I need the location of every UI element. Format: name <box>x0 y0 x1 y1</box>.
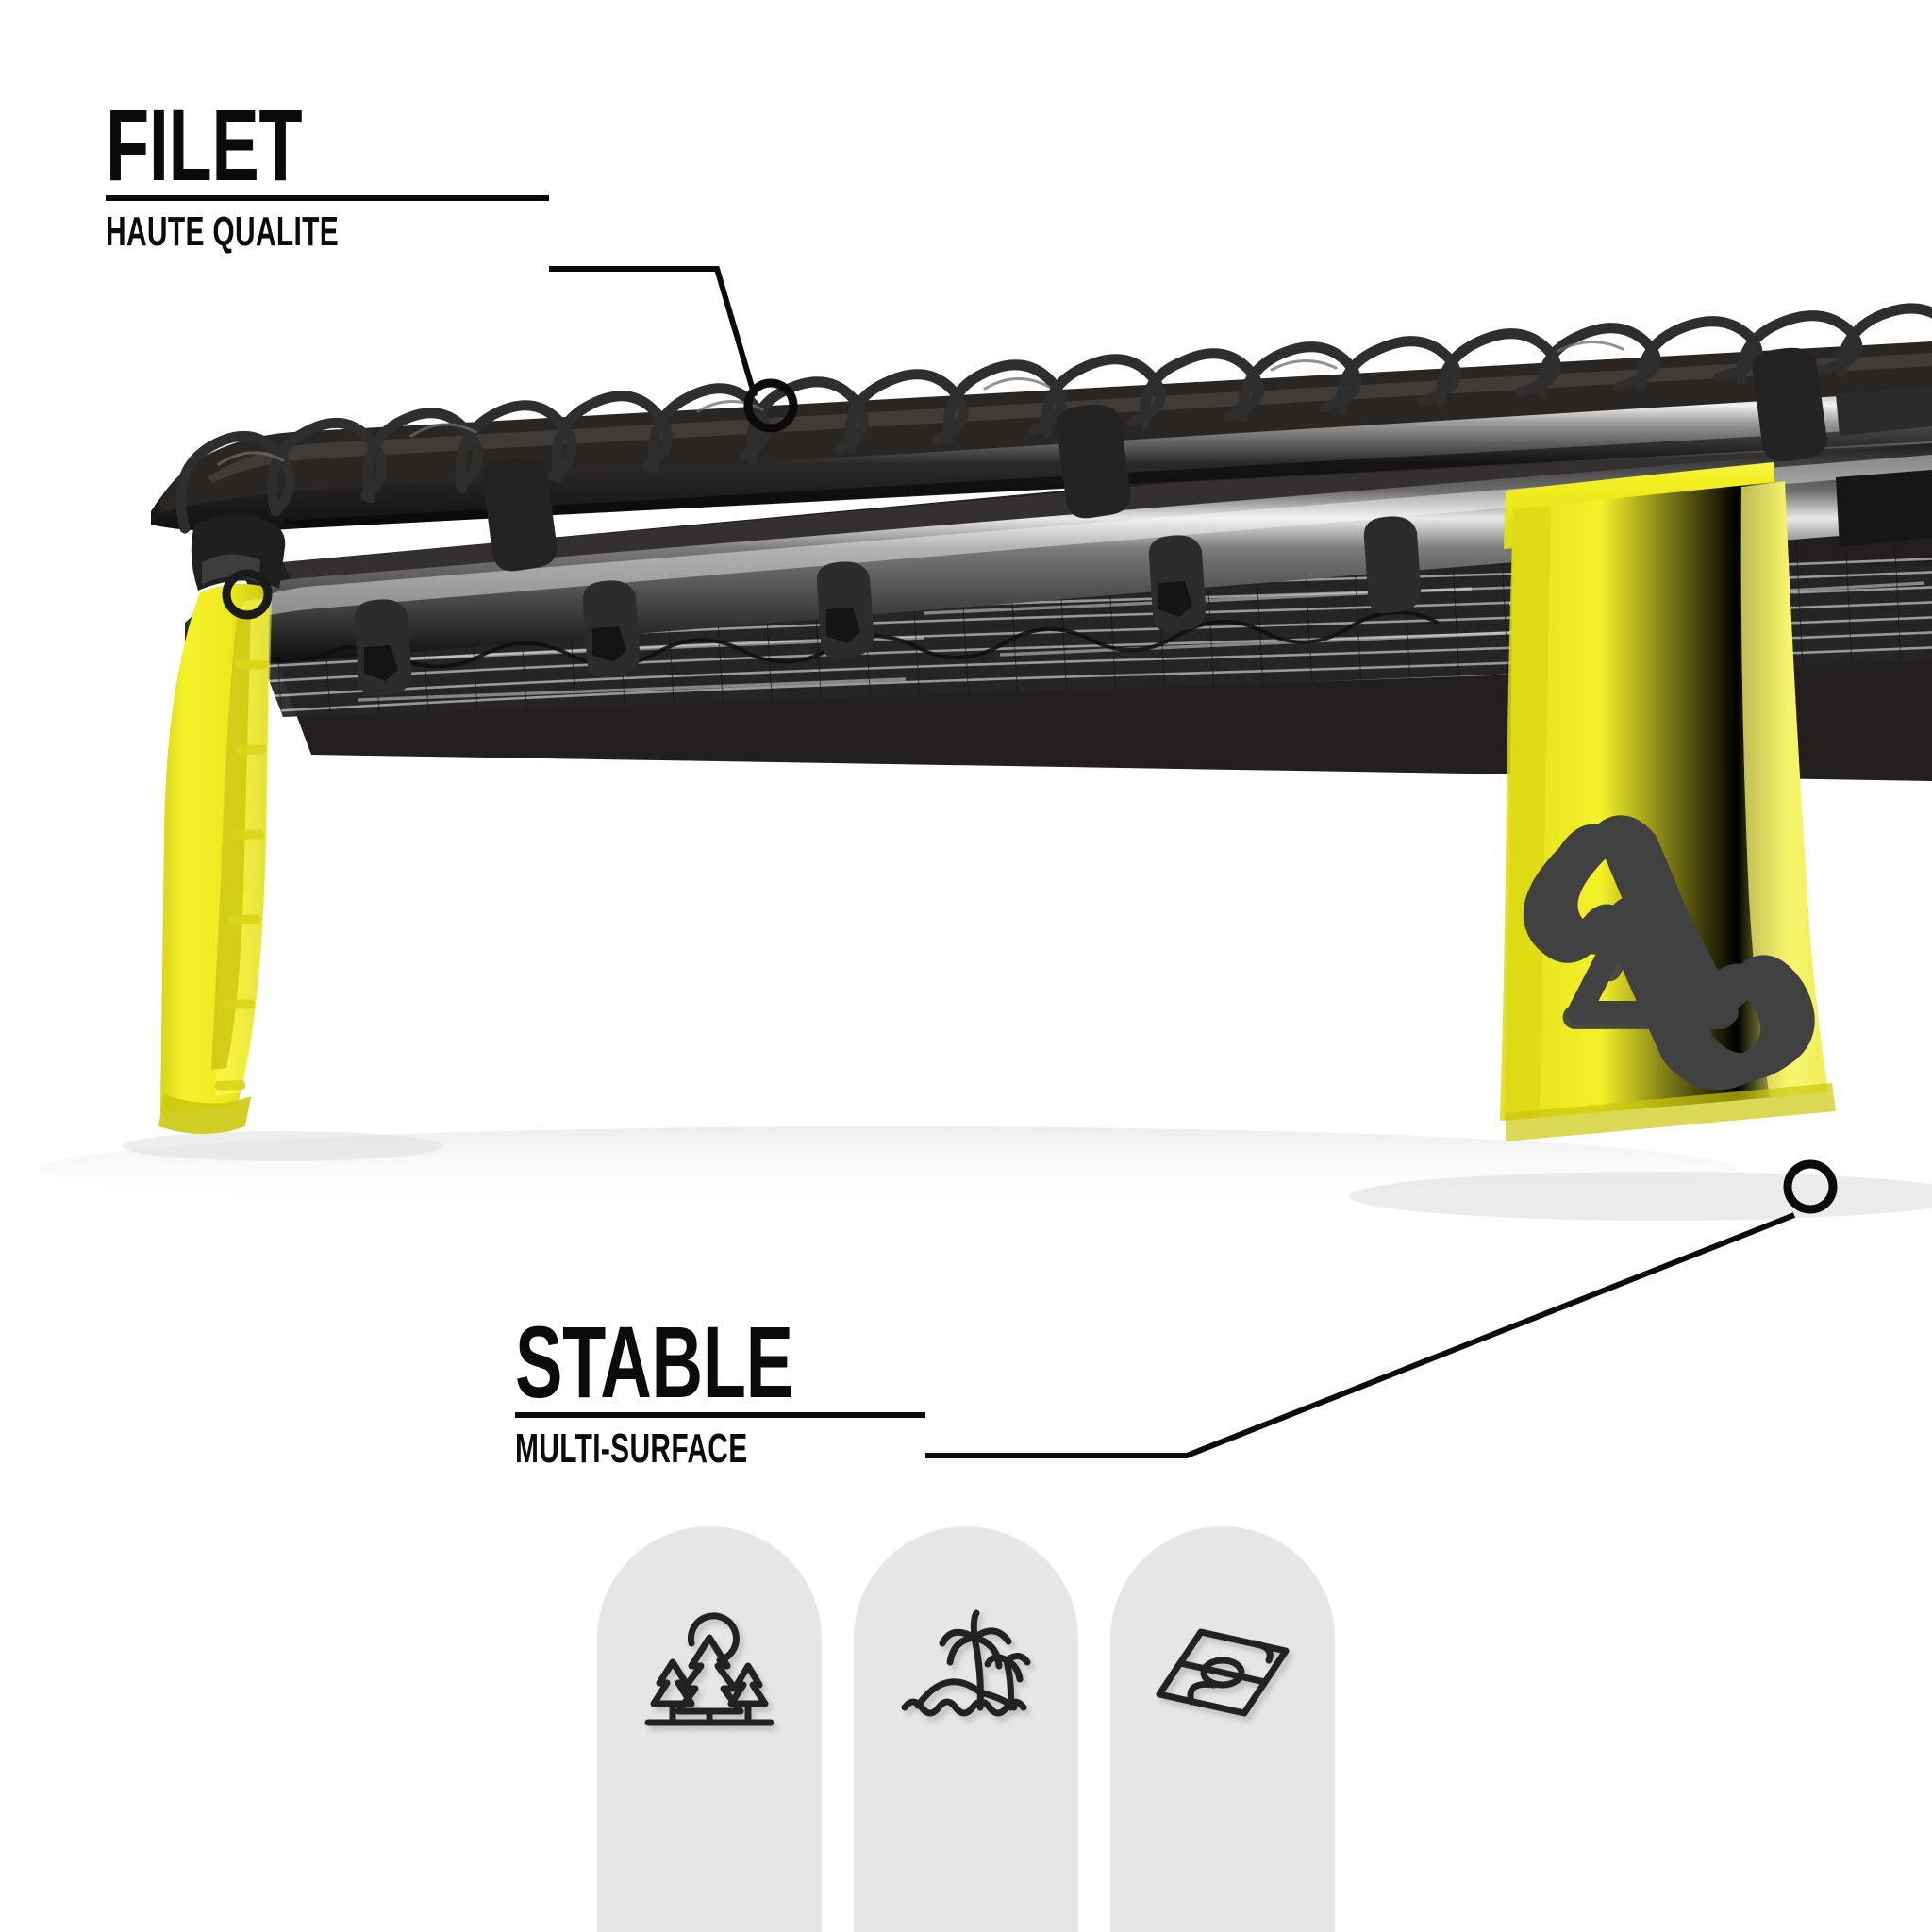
callout-filet: FILET HAUTE QUALITE <box>106 88 549 256</box>
callout-stable-title: STABLE <box>515 1305 793 1419</box>
callout-stable: STABLE MULTI-SURFACE <box>515 1305 925 1473</box>
callout-filet-rule <box>106 194 549 201</box>
brand-logo <box>1523 815 1815 1091</box>
surface-pill-beach <box>854 1526 1078 1932</box>
forest-trees-icon <box>644 1612 774 1726</box>
callout-filet-title: FILET <box>106 88 303 202</box>
callout-filet-subtitle: HAUTE QUALITE <box>106 208 340 255</box>
surface-pill-pitch <box>1110 1526 1335 1932</box>
surface-icons-row <box>0 1526 1932 1932</box>
callout-stable-subtitle: MULTI-SURFACE <box>515 1424 748 1472</box>
callout-stable-rule <box>515 1411 925 1418</box>
beach-palm-icon <box>901 1609 1031 1717</box>
sports-field-icon <box>1156 1628 1290 1717</box>
surface-pill-forest <box>597 1526 822 1932</box>
yellow-leg-left <box>158 583 272 1134</box>
